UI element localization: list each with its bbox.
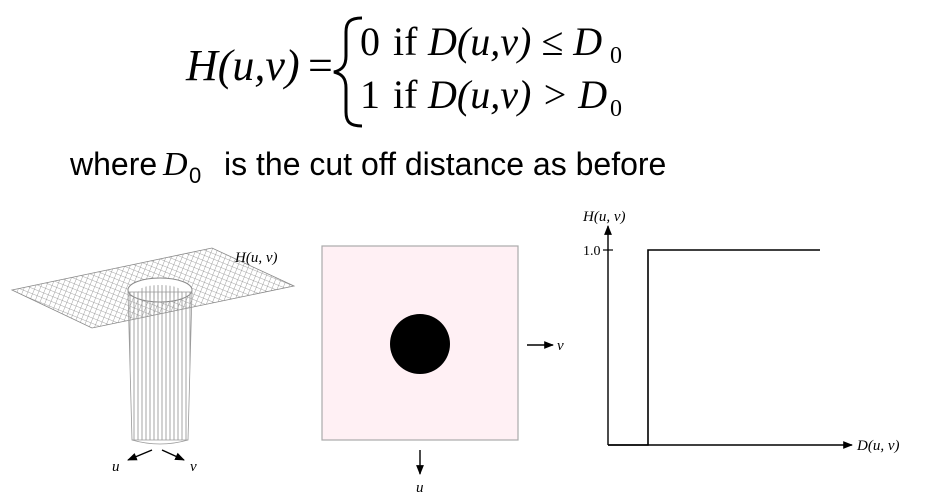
caption-subscript: 0 bbox=[189, 163, 201, 188]
formula-case2-value: 1 bbox=[360, 72, 380, 117]
surface-axis-u-arrow bbox=[127, 449, 153, 461]
image-view-disk bbox=[390, 314, 450, 374]
surface-axis-u-label: u bbox=[112, 459, 120, 475]
formula-case1-value: 0 bbox=[360, 19, 380, 64]
image-view-axis-v-label: v bbox=[557, 338, 564, 354]
profile-xlabel: D(u, v) bbox=[856, 438, 899, 454]
caption-suffix: is the cut off distance as before bbox=[224, 146, 666, 182]
image-view-axis-u-label: u bbox=[416, 480, 424, 496]
caption: where D 0 is the cut off distance as bef… bbox=[69, 146, 666, 188]
caption-symbol: D bbox=[162, 146, 188, 183]
profile-ytick-label: 1.0 bbox=[583, 244, 601, 259]
surface-axis-v-arrow bbox=[161, 449, 185, 461]
image-view: v u bbox=[321, 245, 564, 496]
formula-case1-cond: if bbox=[393, 19, 418, 64]
formula-lhs: H(u,v) bbox=[185, 41, 300, 90]
formula-case1-expr: D(u,v) ≤ D bbox=[427, 19, 602, 64]
formula-case1-subscript: 0 bbox=[610, 43, 622, 69]
profile-ylabel: H(u, v) bbox=[582, 209, 625, 225]
surface-plot: H(u, v) u v bbox=[10, 247, 296, 475]
formula-case2-expr: D(u,v) > D bbox=[427, 72, 607, 117]
surface-column bbox=[127, 291, 193, 441]
surface-axis-v-label: v bbox=[190, 459, 197, 475]
surface-label: H(u, v) bbox=[234, 250, 277, 266]
formula-case2-subscript: 0 bbox=[610, 96, 622, 122]
caption-prefix: where bbox=[69, 146, 157, 182]
formula-case2-cond: if bbox=[393, 72, 418, 117]
profile-plot: H(u, v) 1.0 D(u, v) bbox=[582, 209, 899, 454]
formula: H(u,v) = 0 if D(u,v) ≤ D 0 1 if D(u,v) >… bbox=[185, 16, 622, 128]
profile-curve bbox=[608, 249, 820, 446]
surface-column-base bbox=[131, 439, 189, 445]
formula-equals: = bbox=[308, 41, 333, 90]
formula-brace bbox=[333, 16, 363, 128]
